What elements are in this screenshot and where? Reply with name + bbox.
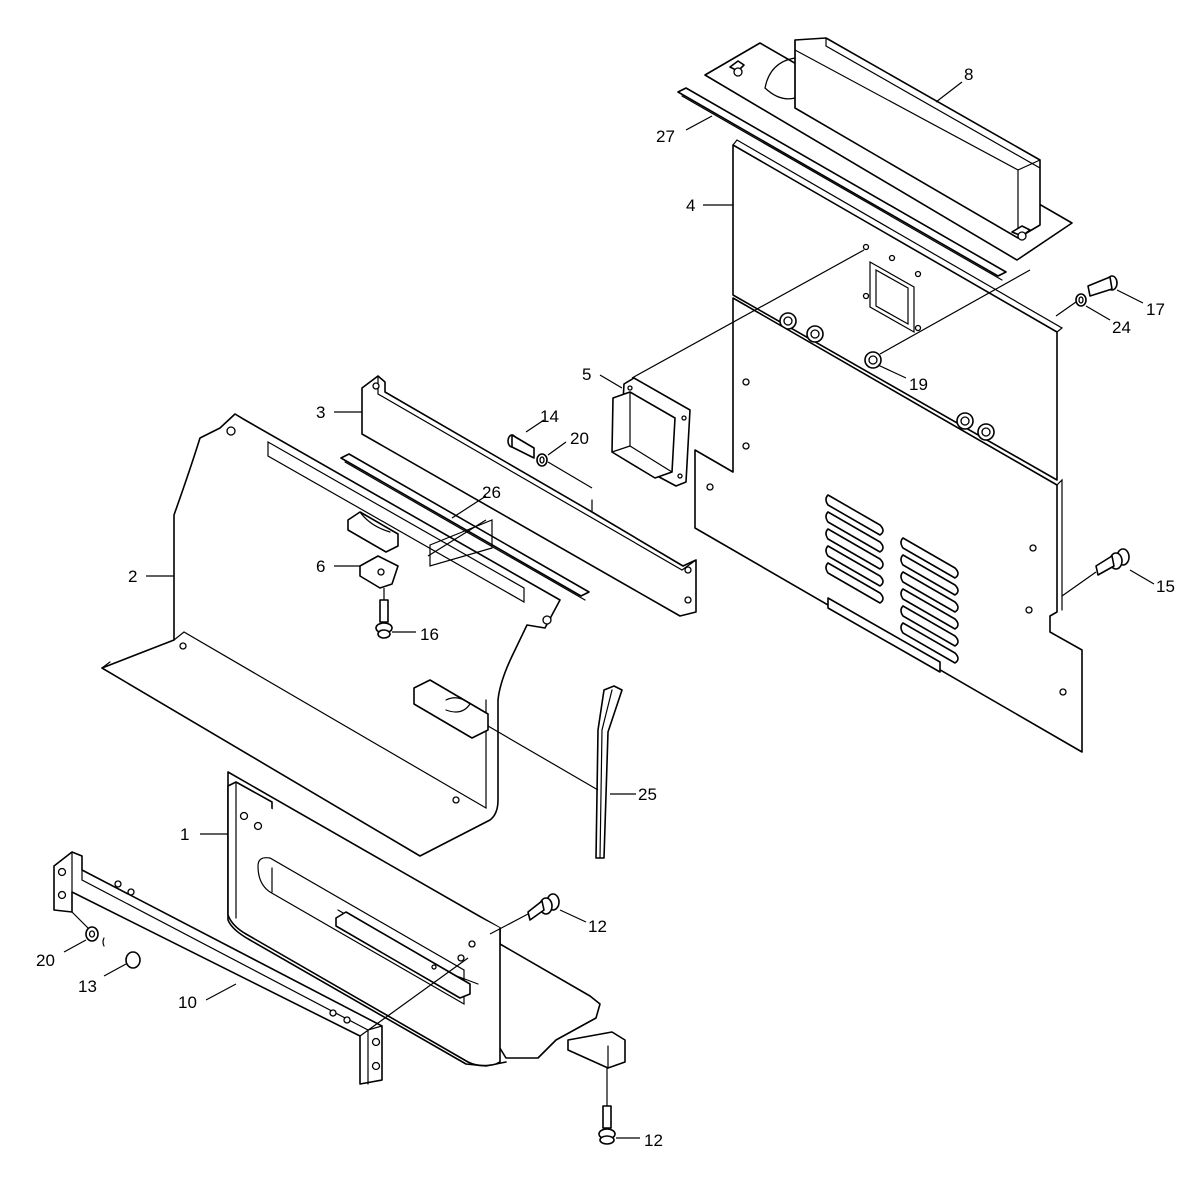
part-25-seal (595, 685, 623, 859)
callout-labels: 8 27 4 17 24 19 5 3 14 20 26 2 6 16 15 2… (36, 65, 1175, 1150)
callout-5: 5 (582, 365, 591, 384)
callout-8: 8 (964, 65, 973, 84)
callout-19: 19 (909, 375, 928, 394)
callout-12-lower: 12 (644, 1131, 663, 1150)
part-13-nut (102, 937, 141, 969)
callout-12-upper: 12 (588, 917, 607, 936)
part-27-seal-strip (677, 87, 1007, 281)
part-1-lower-bracket (227, 771, 626, 1069)
callout-25: 25 (638, 785, 657, 804)
callout-10: 10 (178, 993, 197, 1012)
part-12-screw-upper (527, 893, 560, 921)
part-8-duct-box (704, 37, 1073, 261)
callout-20-lower: 20 (36, 951, 55, 970)
part-24-washer (1075, 293, 1087, 307)
callout-24: 24 (1112, 318, 1131, 337)
part-6-small-bracket (359, 555, 399, 589)
part-17-bolt (1087, 275, 1118, 297)
part-20-washer-upper (536, 453, 548, 467)
part-10-strap (53, 851, 383, 1085)
callout-2: 2 (128, 567, 137, 586)
callout-16: 16 (420, 625, 439, 644)
part-2-main-cover (101, 413, 561, 857)
part-16-screw (375, 599, 393, 639)
callout-6: 6 (316, 557, 325, 576)
back-panel-lower (694, 297, 1083, 753)
callout-14: 14 (540, 407, 559, 426)
callout-26: 26 (482, 483, 501, 502)
callout-15: 15 (1156, 577, 1175, 596)
part-12-screw-lower (598, 1105, 616, 1145)
callout-13: 13 (78, 977, 97, 996)
part-3-bracket (361, 375, 697, 617)
louvers-left (825, 494, 884, 604)
callout-20-upper: 20 (570, 429, 589, 448)
callout-17: 17 (1146, 300, 1165, 319)
louvers-right (900, 537, 959, 664)
callout-4: 4 (686, 196, 695, 215)
callout-1: 1 (180, 825, 189, 844)
callout-3: 3 (316, 403, 325, 422)
part-4-back-panel-upper (732, 139, 1064, 481)
part-14-bolt (507, 434, 535, 459)
leader-lines (63, 81, 1155, 1139)
part-20-washer-lower (85, 926, 99, 942)
part-5-connector (611, 377, 691, 487)
part-15-bolt (1095, 548, 1130, 576)
callout-27: 27 (656, 127, 675, 146)
